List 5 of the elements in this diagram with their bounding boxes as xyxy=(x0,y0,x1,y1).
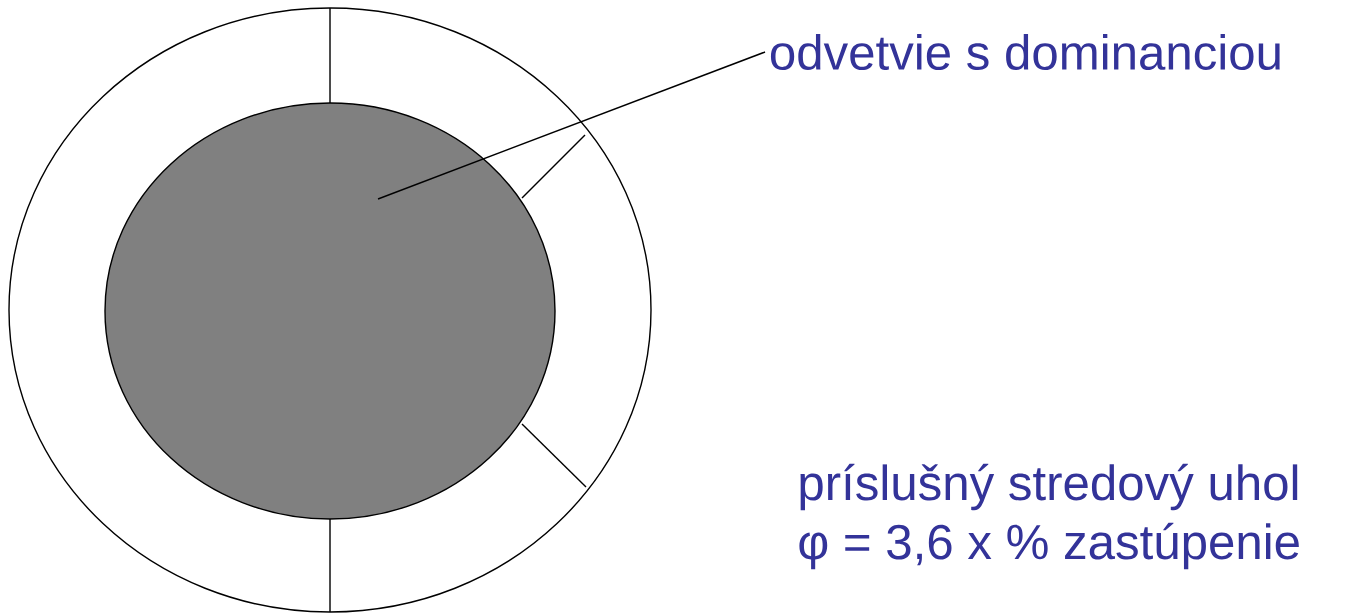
note-text: φ = 3,6 x % zastúpenie xyxy=(799,522,1299,570)
inner-ellipse xyxy=(104,102,556,520)
note-text: príslušný stredový uhol xyxy=(800,463,1298,511)
callout-text: odvetvie s dominanciou xyxy=(770,33,1280,71)
leader-line xyxy=(377,51,766,200)
